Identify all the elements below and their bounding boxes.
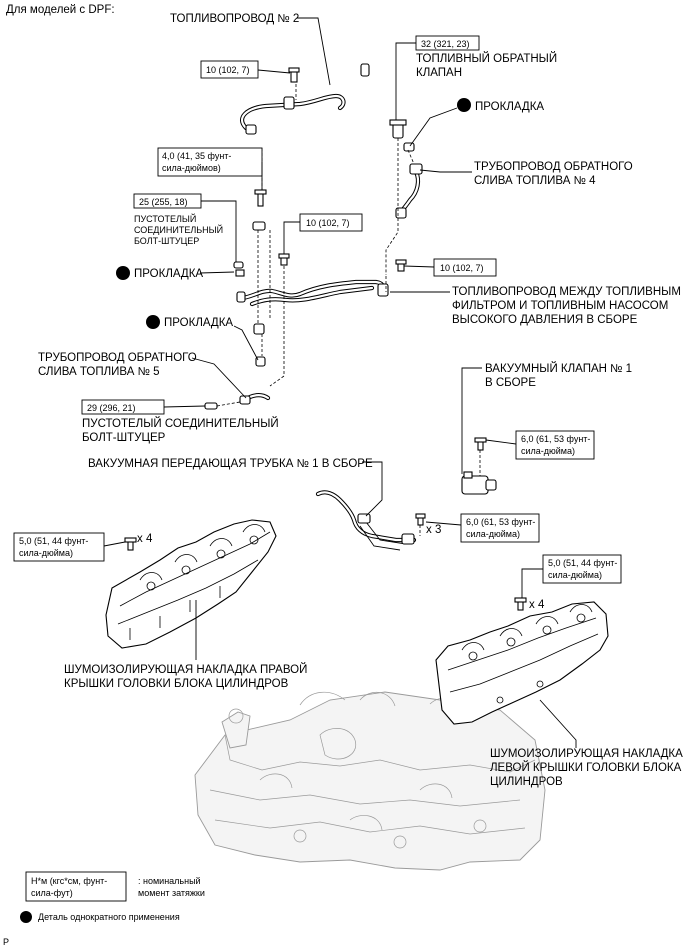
label-gasket: ПРОКЛАДКА	[475, 101, 544, 113]
leader-line	[409, 107, 458, 147]
torque-value: 6,0 (61, 53 фунт- сила-дюйма)	[521, 434, 593, 456]
fuel-pipe-no2-illustration	[240, 63, 370, 135]
torque-box	[299, 213, 363, 232]
label-vacuum-pipe: ВАКУУМНАЯ ПЕРЕДАЮЩАЯ ТРУБКА № 1 В СБОРЕ	[88, 458, 373, 470]
left-head-cover-illustration	[435, 601, 609, 725]
quantity-label: x 4	[137, 533, 153, 545]
label-union-bolt-large: ПУСТОТЕЛЫЙ СОЕДИНИТЕЛЬНЫЙ БОЛТ-ШТУЦЕР	[82, 417, 282, 444]
torque-value: 10 (102, 7)	[306, 218, 350, 228]
leader-line	[297, 17, 331, 86]
right-head-cover-illustration	[105, 519, 277, 649]
label-filter-pump-pipe: ТОПЛИВОПРОВОД МЕЖДУ ТОПЛИВНЫМ ФИЛЬТРОМ И…	[452, 286, 684, 326]
torque-box	[460, 513, 540, 543]
header-title: Для моделей с DPF:	[6, 4, 115, 16]
gasket-marker-icon	[116, 266, 130, 280]
torque-box	[433, 258, 497, 277]
leader-line	[419, 169, 472, 173]
legend-torque-description: : номинальный момент затяжки	[138, 876, 205, 898]
leader-line	[103, 541, 126, 547]
torque-value: 4,0 (41, 35 фунт- сила-дюймов)	[162, 151, 234, 173]
leader-line	[425, 521, 462, 526]
non-reusable-marker-icon	[20, 911, 32, 923]
label-return-pipe-no4: ТРУБОПРОВОД ОБРАТНОГО СЛИВА ТОПЛИВА № 4	[474, 161, 636, 187]
torque-value: 10 (102, 7)	[440, 263, 484, 273]
torque-value: 32 (321, 23)	[421, 39, 470, 49]
label-fuel-pipe-no2: ТОПЛИВОПРОВОД № 2	[170, 13, 299, 25]
engine-assembly-illustration	[194, 691, 546, 871]
legend-non-reusable: Деталь однократного применения	[38, 912, 180, 922]
leader-line	[201, 200, 237, 262]
torque-value: 10 (102, 7)	[206, 65, 250, 75]
torque-value: 6,0 (61, 53 фунт- сила-дюйма)	[466, 517, 538, 539]
label-union-bolt: ПУСТОТЕЛЫЙ СОЕДИНИТЕЛЬНЫЙ БОЛТ-ШТУЦЕР	[134, 213, 226, 246]
label-gasket: ПРОКЛАДКА	[164, 317, 233, 329]
torque-value: 5,0 (51, 44 фунт- сила-дюйма)	[19, 536, 91, 558]
torque-value: 29 (296, 21)	[87, 403, 136, 413]
leader-line	[395, 42, 416, 120]
vacuum-pipe-illustration	[315, 490, 426, 551]
label-return-pipe-no5: ТРУБОПРОВОД ОБРАТНОГО СЛИВА ТОПЛИВА № 5	[38, 352, 200, 378]
gasket-marker-icon	[457, 98, 471, 112]
quantity-label: x 4	[529, 599, 545, 611]
check-valve-return-pipe4-illustration	[385, 119, 423, 275]
label-left-head-cover: ШУМОИЗОЛИРУЮЩАЯ НАКЛАДКА ЛЕВОЙ КРЫШКИ ГО…	[490, 748, 686, 788]
leader-line	[199, 271, 235, 274]
label-gasket: ПРОКЛАДКА	[134, 268, 203, 280]
leader-line	[485, 439, 517, 445]
leader-line	[163, 405, 206, 408]
torque-value: 25 (255, 18)	[139, 197, 188, 207]
fuel-pipe-filter-to-pump-illustration	[233, 84, 407, 387]
label-vacuum-valve: ВАКУУМНЫЙ КЛАПАН № 1 В СБОРЕ	[485, 362, 635, 389]
leader-line	[283, 221, 300, 254]
label-right-head-cover: ШУМОИЗОЛИРУЮЩАЯ НАКЛАДКА ПРАВОЙ КРЫШКИ Г…	[64, 663, 311, 690]
torque-box	[200, 60, 259, 79]
torque-box	[515, 430, 595, 460]
figure-code: P	[3, 937, 9, 947]
quantity-label: x 3	[426, 524, 441, 536]
torque-value: 5,0 (51, 44 фунт- сила-дюйма)	[548, 558, 620, 580]
label-check-valve: ТОПЛИВНЫЙ ОБРАТНЫЙ КЛАПАН	[416, 52, 560, 79]
leader-line	[257, 69, 291, 74]
leader-line	[233, 325, 259, 361]
leader-line	[521, 568, 543, 598]
leader-line	[362, 461, 383, 517]
vacuum-valve-illustration	[461, 437, 497, 495]
leader-line	[539, 699, 577, 748]
cover-bolts-illustration	[124, 537, 527, 611]
leader-line	[403, 265, 435, 268]
torque-box	[13, 532, 105, 562]
leader-line	[191, 357, 247, 399]
gasket-marker-icon	[146, 315, 160, 329]
legend-torque-units: Н*м (кгс*см, фунт- сила-фут)	[31, 876, 110, 898]
legend-torque-box	[25, 871, 127, 902]
torque-box	[157, 147, 263, 177]
return-pipe-no5-illustration	[204, 334, 271, 410]
leader-line	[461, 367, 482, 474]
